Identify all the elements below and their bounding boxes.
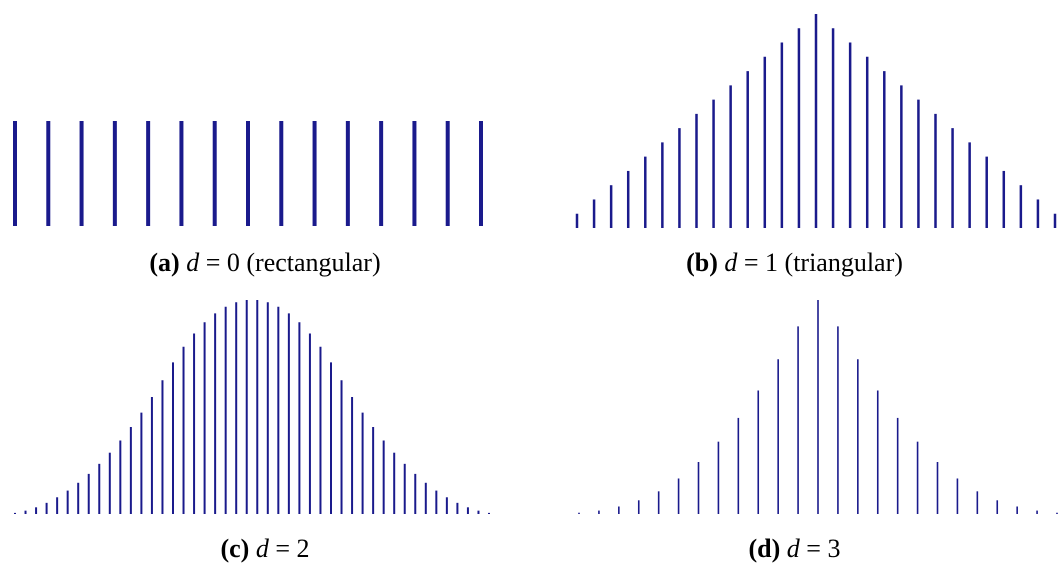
caption-variable: d xyxy=(186,248,200,277)
caption-variable: d xyxy=(255,534,269,563)
panel-c: (c) d = 2 xyxy=(0,286,530,571)
caption-label: (d) xyxy=(748,534,781,563)
chart-b xyxy=(575,14,1057,228)
chart-c xyxy=(14,300,490,514)
panel-a: (a) d = 0 (rectangular) xyxy=(0,0,530,285)
caption-suffix: (rectangular) xyxy=(239,248,381,277)
caption-variable: d xyxy=(724,248,738,277)
caption-suffix: (triangular) xyxy=(778,248,903,277)
caption-equation: = 0 xyxy=(199,248,240,277)
caption-label: (b) xyxy=(686,248,718,277)
caption-d: (d) d = 3 xyxy=(530,534,1059,564)
caption-label: (c) xyxy=(220,534,250,563)
caption-variable: d xyxy=(786,534,800,563)
panel-d: (d) d = 3 xyxy=(530,286,1059,571)
caption-a: (a) d = 0 (rectangular) xyxy=(0,248,530,278)
chart-d xyxy=(578,300,1058,514)
panel-b: (b) d = 1 (triangular) xyxy=(530,0,1059,285)
caption-equation: = 2 xyxy=(268,534,310,563)
caption-equation: = 1 xyxy=(737,248,779,277)
caption-equation: = 3 xyxy=(799,534,841,563)
caption-c: (c) d = 2 xyxy=(0,534,530,564)
caption-label: (a) xyxy=(149,248,180,277)
caption-b: (b) d = 1 (triangular) xyxy=(530,248,1059,278)
chart-a xyxy=(13,121,483,226)
